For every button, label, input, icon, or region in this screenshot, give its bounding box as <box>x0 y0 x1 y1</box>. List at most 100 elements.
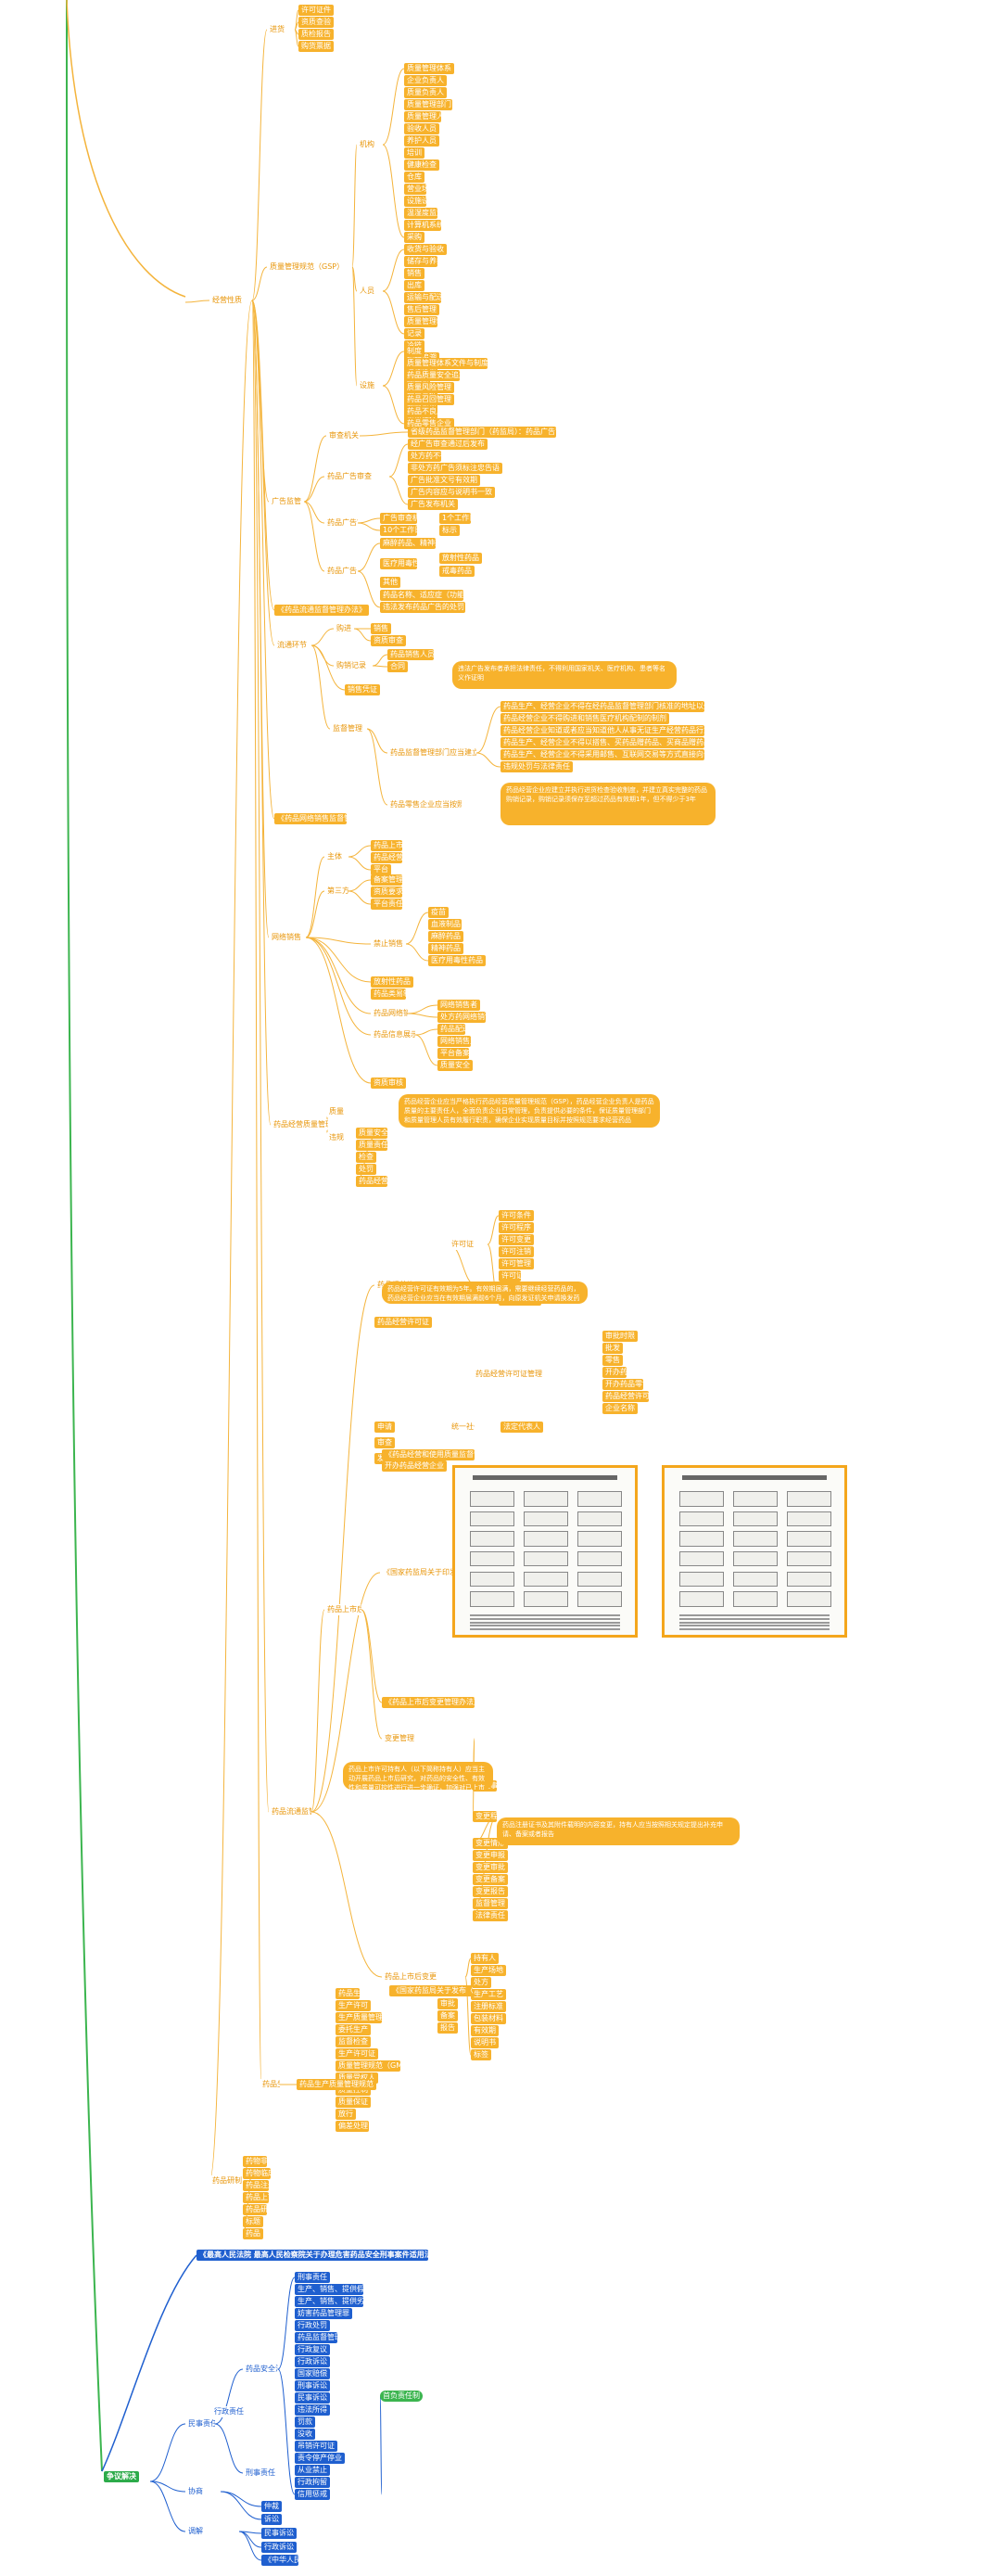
mindmap-node-n287[interactable]: 药品研制机构 <box>243 2204 267 2215</box>
mindmap-node-n016[interactable]: 验收人员 <box>404 123 439 134</box>
mindmap-node-n066[interactable]: 广告发布机关 <box>408 499 458 510</box>
mindmap-node-n233[interactable]: 有效期 <box>471 2025 499 2036</box>
mindmap-node-n088[interactable]: 药品零售企业应当按照规定核对处方，在营业时间内配备执业药师或者其他依法经过资格认… <box>387 799 462 810</box>
mindmap-node-n215[interactable]: 变更管理 <box>382 1733 417 1744</box>
mindmap-node-n142[interactable]: 质量责任 <box>356 1140 387 1151</box>
mindmap-node-n031[interactable]: 售后管理 <box>404 304 439 315</box>
mindmap-node-n090[interactable]: 药品监督管理部门应当建立药品经营企业诚信档案，依法对药品经营企业进行监督检查 <box>387 747 476 759</box>
mindmap-node-n262[interactable]: 生产许可证 <box>336 2048 378 2060</box>
mindmap-node-n341[interactable]: 没收 <box>295 2429 315 2440</box>
mindmap-node-n267[interactable]: 放行 <box>336 2109 356 2120</box>
mindmap-node-n181[interactable]: 开办药品批发企业 <box>602 1367 627 1378</box>
mindmap-node-n235[interactable]: 标签 <box>471 2049 491 2060</box>
mindmap-node-n223[interactable]: 变更报告 <box>473 1886 508 1897</box>
mindmap-node-n328[interactable]: 刑事责任 <box>295 2272 330 2283</box>
mindmap-node-n108[interactable]: 疫苗 <box>428 907 449 918</box>
mindmap-node-n113[interactable]: 放射性药品 <box>371 976 413 988</box>
mindmap-node-n149[interactable]: 许可条件 <box>499 1210 534 1221</box>
mindmap-node-n288[interactable]: 标题 <box>243 2216 263 2227</box>
mindmap-node-n343[interactable]: 责令停产停业 <box>295 2453 345 2464</box>
mindmap-node-n224[interactable]: 监督管理 <box>473 1898 508 1909</box>
mindmap-node-n107[interactable]: 禁止销售 <box>371 938 406 950</box>
mindmap-node-n081[interactable]: 购进 <box>334 623 354 634</box>
mindmap-node-n052[interactable]: 药品广告 <box>324 566 358 577</box>
mindmap-node-n289[interactable]: 药品 <box>243 2228 263 2239</box>
mindmap-node-n350[interactable]: 刑事责任 <box>243 2468 278 2479</box>
mindmap-node-n050[interactable]: 药品广告审查 <box>324 471 374 482</box>
mindmap-node-n284[interactable]: 药物临床试验 <box>243 2168 271 2179</box>
mindmap-node-n102[interactable]: 平台 <box>371 864 391 875</box>
mindmap-node-n094[interactable]: 药品生产、经营企业不得以搭售、买药品赠药品、买商品赠药品等方式向公众赠送处方药或… <box>500 737 704 748</box>
mindmap-node-n083[interactable]: 资质审查 <box>371 635 406 646</box>
mindmap-node-n008[interactable]: 机构 <box>357 139 377 150</box>
mindmap-node-n237[interactable]: 审批 <box>437 1998 458 2009</box>
mindmap-node-n043[interactable]: 药品质量安全追溯管理 <box>404 370 460 381</box>
mindmap-node-n144[interactable]: 处罚 <box>356 1164 376 1175</box>
mindmap-node-n185[interactable]: 统一社会信用代码 <box>449 1422 475 1433</box>
mindmap-node-n077[interactable]: 违法发布药品广告的处罚 <box>380 602 465 613</box>
mindmap-node-n021[interactable]: 营业场所 <box>404 184 426 195</box>
mindmap-node-n103[interactable]: 第三方平台 <box>324 886 348 897</box>
mindmap-node-n210[interactable]: 药品上市后变更 <box>324 1604 361 1615</box>
mindmap-node-n333[interactable]: 药品监督管理 <box>295 2332 337 2343</box>
mindmap-node-n092[interactable]: 药品经营企业不得购进和销售医疗机构配制的制剂 <box>500 713 669 724</box>
mindmap-node-n011[interactable]: 质量管理体系 <box>404 63 454 74</box>
mindmap-node-n354[interactable]: 调解 <box>185 2526 206 2537</box>
mindmap-node-n331[interactable]: 妨害药品管理罪 <box>295 2308 352 2319</box>
mindmap-node-n330[interactable]: 生产、销售、提供劣药罪 <box>295 2296 363 2307</box>
mindmap-node-n013[interactable]: 质量负责人 <box>404 87 447 98</box>
mindmap-node-n051[interactable]: 药品广告审查机关 <box>324 517 358 529</box>
mindmap-node-n173[interactable]: 审查 <box>374 1437 395 1448</box>
mindmap-node-n227[interactable]: 持有人 <box>471 1953 499 1964</box>
mindmap-node-n266[interactable]: 质量保证 <box>336 2097 371 2108</box>
mindmap-node-n073[interactable]: 放射性药品 <box>439 553 482 564</box>
mindmap-node-n023[interactable]: 温湿度监测 <box>404 208 437 219</box>
mindmap-node-n012[interactable]: 企业负责人 <box>404 75 447 86</box>
mindmap-node-n111[interactable]: 精神药品 <box>428 943 463 954</box>
mindmap-node-n282[interactable]: 药品研制 <box>209 2175 245 2187</box>
mindmap-node-n342[interactable]: 吊销许可证 <box>295 2441 337 2452</box>
mindmap-node-n186[interactable]: 法定代表人 <box>500 1422 543 1433</box>
mindmap-node-n097[interactable]: 《药品网络销售监督管理办法》 <box>274 813 347 824</box>
mindmap-node-n356[interactable]: 诉讼 <box>261 2514 282 2525</box>
mindmap-node-n340[interactable]: 罚款 <box>295 2417 315 2428</box>
mindmap-node-n123[interactable]: 资质审核 <box>371 1078 406 1089</box>
mindmap-node-n344[interactable]: 从业禁止 <box>295 2465 330 2476</box>
mindmap-node-n119[interactable]: 药品配送 <box>437 1024 465 1035</box>
mindmap-node-n141[interactable]: 质量安全 <box>356 1128 387 1139</box>
mindmap-node-n070[interactable]: 标示 <box>439 525 460 536</box>
mindmap-node-n095[interactable]: 药品生产、经营企业不得采用邮售、互联网交易等方式直接向公众销售处方药 <box>500 749 704 760</box>
mindmap-node-n285[interactable]: 药品注册 <box>243 2180 269 2191</box>
mindmap-node-n017[interactable]: 养护人员 <box>404 135 439 147</box>
mindmap-node-n268[interactable]: 偏差处理 <box>336 2121 369 2132</box>
mindmap-node-n352[interactable]: 争议解决 <box>104 2471 139 2482</box>
mindmap-node-n068[interactable]: 1个工作日 <box>439 513 471 524</box>
mindmap-node-n348[interactable]: 行政责任 <box>211 2406 247 2417</box>
mindmap-node-n177[interactable]: 药品经营许可证管理 <box>473 1369 545 1380</box>
mindmap-node-n196[interactable]: 《药品经营和使用质量监督管理办法》 <box>382 1449 475 1460</box>
mindmap-node-n106[interactable]: 平台责任 <box>371 899 402 910</box>
mindmap-node-n355[interactable]: 仲裁 <box>261 2501 282 2512</box>
mindmap-node-n221[interactable]: 变更审批 <box>473 1862 508 1873</box>
mindmap-node-n020[interactable]: 仓库 <box>404 172 424 183</box>
mindmap-node-n060[interactable]: 省级药品监督管理部门（药监局）：药品广告审查机关负责药品广告审查 <box>408 427 556 438</box>
mindmap-node-n225[interactable]: 法律责任 <box>473 1910 508 1921</box>
mindmap-node-n139[interactable]: 质量 <box>326 1106 347 1117</box>
mindmap-node-n279[interactable]: 药品生产质量管理规范 <box>297 2079 376 2090</box>
mindmap-node-n015[interactable]: 质量管理人员 <box>404 111 441 122</box>
mindmap-node-n089[interactable]: 监督管理 <box>330 723 365 734</box>
mindmap-node-n004[interactable]: 购货票据 <box>298 41 334 52</box>
mindmap-node-n019[interactable]: 健康检查 <box>404 159 439 171</box>
mindmap-node-n110[interactable]: 麻醉药品 <box>428 931 463 942</box>
mindmap-node-n238[interactable]: 备案 <box>437 2010 458 2021</box>
mindmap-node-n226[interactable]: 药品上市后变更 <box>382 1971 439 1983</box>
mindmap-node-n042[interactable]: 质量管理体系文件与制度管理 <box>404 358 488 369</box>
mindmap-node-n065[interactable]: 广告内容应与说明书一致 <box>408 487 495 498</box>
mindmap-node-n006[interactable]: 经营性质 <box>209 295 245 306</box>
mindmap-node-n076[interactable]: 药品名称、适应症（功能主治）、药品批准文号须与药品说明书一致 <box>380 590 463 601</box>
mindmap-node-n283[interactable]: 药物非临床研究 <box>243 2156 267 2167</box>
mindmap-node-n007[interactable]: 质量管理规范（GSP） <box>267 261 348 273</box>
mindmap-node-n003[interactable]: 质检报告 <box>298 29 334 40</box>
mindmap-node-n084[interactable]: 购销记录 <box>334 660 369 671</box>
mindmap-node-n336[interactable]: 国家赔偿 <box>295 2368 330 2379</box>
